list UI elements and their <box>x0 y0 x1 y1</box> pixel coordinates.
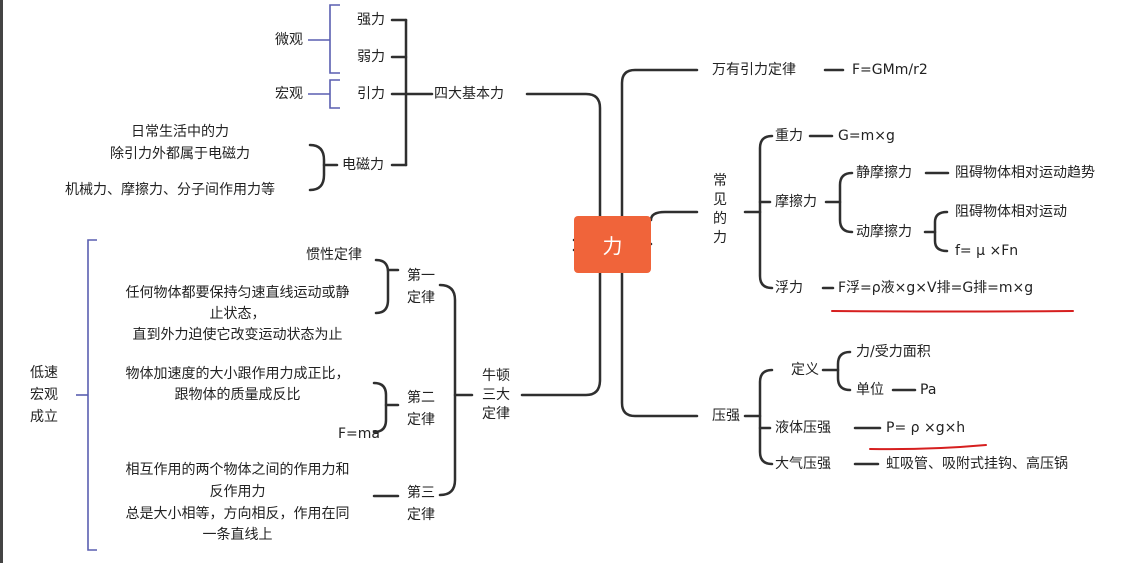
second-law-desc-1: 物体加速度的大小跟作用力成正比， <box>125 366 350 382</box>
first-law-desc-1: 任何物体都要保持匀速直线运动或静 <box>125 285 350 301</box>
kinetic-friction-node[interactable]: 动摩擦力 <box>856 224 912 240</box>
first-law-desc-2: 止状态， <box>209 306 266 322</box>
universal-gravitation-formula: F=GMm/r2 <box>852 62 928 78</box>
gravitation-node[interactable]: 引力 <box>357 86 385 102</box>
window-edge <box>0 0 3 563</box>
strong-force-node[interactable]: 强力 <box>357 12 385 28</box>
common-label-char: 常 <box>713 173 727 189</box>
electromagnetic-force-node[interactable]: 电磁力 <box>342 157 384 173</box>
first-law-node[interactable]: 第一 定律 <box>401 265 441 309</box>
third-law-line: 第三 <box>407 485 435 501</box>
friction-node[interactable]: 摩擦力 <box>775 194 817 210</box>
em-note-daily-forces: 日常生活中的力 <box>131 124 229 140</box>
gravity-formula: G=m×g <box>838 128 895 144</box>
pressure-node[interactable]: 压强 <box>712 408 740 424</box>
liquid-pressure-node[interactable]: 液体压强 <box>775 420 831 436</box>
gravity-node[interactable]: 重力 <box>775 128 803 144</box>
newton-laws-node[interactable]: 牛顿 三大 定律 <box>476 367 516 424</box>
common-forces-node[interactable]: 常 见 的 力 <box>712 172 728 248</box>
second-law-desc-2: 跟物体的质量成反比 <box>174 387 301 403</box>
root-node-force[interactable]: 力 <box>574 216 651 273</box>
em-note-all-but-gravity: 除引力外都属于电磁力 <box>110 146 250 162</box>
static-friction-node[interactable]: 静摩擦力 <box>856 165 912 181</box>
third-law-node[interactable]: 第三 定律 <box>401 482 441 526</box>
third-law-desc-2: 反作用力 <box>209 484 266 500</box>
common-label-char: 的 <box>713 211 727 227</box>
kinetic-friction-desc: 阻碍物体相对运动 <box>955 204 1067 220</box>
pressure-unit-value: Pa <box>920 382 937 398</box>
microscopic-label: 微观 <box>275 32 303 48</box>
common-label-char: 见 <box>713 192 727 208</box>
third-law-desc-1: 相互作用的两个物体之间的作用力和 <box>125 462 350 478</box>
weak-force-node[interactable]: 弱力 <box>357 49 385 65</box>
common-label-char: 力 <box>713 230 727 246</box>
first-law-line: 定律 <box>407 290 435 306</box>
em-note-examples: 机械力、摩擦力、分子间作用力等 <box>65 182 275 198</box>
second-law-line: 第二 <box>407 390 435 406</box>
newton-label-line: 定律 <box>482 406 510 422</box>
static-friction-desc: 阻碍物体相对运动趋势 <box>955 165 1095 181</box>
pressure-definition-value: 力/受力面积 <box>856 344 931 360</box>
first-law-line: 第一 <box>407 268 435 284</box>
four-basic-forces-node[interactable]: 四大基本力 <box>434 86 504 102</box>
root-label: 力 <box>602 234 623 258</box>
macroscopic-label: 宏观 <box>275 86 303 102</box>
pressure-unit-node[interactable]: 单位 <box>856 382 884 398</box>
buoyancy-formula: F浮=ρ液×g×V排=G排=m×g <box>838 280 1034 296</box>
second-law-line: 定律 <box>407 412 435 428</box>
second-law-node[interactable]: 第二 定律 <box>401 387 441 431</box>
atmospheric-pressure-examples: 虹吸管、吸附式挂钩、高压锅 <box>886 456 1068 472</box>
liquid-pressure-formula: P= ρ ×g×h <box>886 420 966 436</box>
third-law-desc-3: 总是大小相等，方向相反，作用在同 <box>125 506 350 522</box>
third-law-desc-4: 一条直线上 <box>202 527 273 543</box>
scope-line: 宏观 <box>30 387 58 403</box>
scope-low-speed-macro: 低速 宏观 成立 <box>24 362 64 428</box>
atmospheric-pressure-node[interactable]: 大气压强 <box>775 456 831 472</box>
scope-line: 低速 <box>30 365 58 381</box>
pressure-definition-node[interactable]: 定义 <box>791 362 819 378</box>
scope-line: 成立 <box>30 409 58 425</box>
second-law-formula: F=ma <box>338 426 380 442</box>
newton-label-line: 三大 <box>482 387 510 403</box>
newton-label-line: 牛顿 <box>482 368 510 384</box>
third-law-line: 定律 <box>407 507 435 523</box>
inertia-law-label: 惯性定律 <box>306 247 362 263</box>
kinetic-friction-formula: f= μ ×Fn <box>955 243 1019 259</box>
first-law-desc-3: 直到外力迫使它改变运动状态为止 <box>132 327 343 343</box>
buoyancy-node[interactable]: 浮力 <box>775 280 803 296</box>
universal-gravitation-node[interactable]: 万有引力定律 <box>712 62 796 78</box>
